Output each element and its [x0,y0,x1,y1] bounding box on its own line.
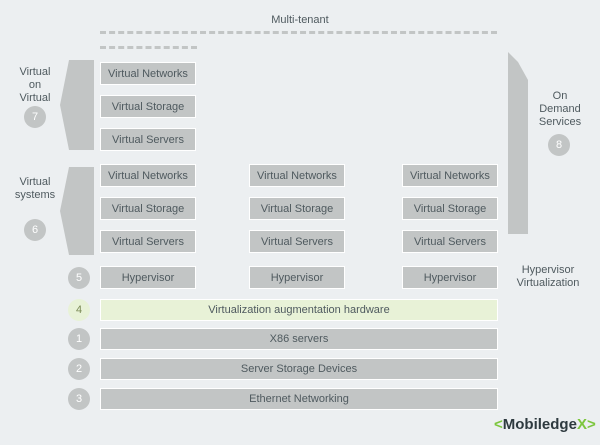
server-storage-bar: Server Storage Devices [100,358,498,380]
virtual-systems-label: Virtual systems [14,176,56,201]
badge-1: 1 [68,328,90,350]
left-arrow-7 [60,60,94,150]
col1-virtual-storage: Virtual Storage [100,197,196,220]
badge-5: 5 [68,267,90,289]
col1-virtual-networks: Virtual Networks [100,164,196,187]
col2-virtual-storage: Virtual Storage [249,197,345,220]
multi-tenant-dash-left [100,46,197,49]
multi-tenant-label: Multi-tenant [271,14,329,26]
badge-4: 4 [68,299,90,321]
col3-hypervisor: Hypervisor [402,266,498,289]
on-demand-services-label: On Demand Services [538,90,582,128]
badge-6: 6 [24,219,46,241]
mobiledgex-logo: <MobiledgeX> [494,416,596,433]
right-arrow-8 [508,52,528,234]
col2-virtual-networks: Virtual Networks [249,164,345,187]
col3-virtual-storage: Virtual Storage [402,197,498,220]
col2-hypervisor: Hypervisor [249,266,345,289]
left-arrow-6 [60,167,94,255]
virtual-on-virtual-label: Virtual on Virtual [19,66,51,104]
col1-virtual-servers: Virtual Servers [100,230,196,253]
col3-virtual-servers: Virtual Servers [402,230,498,253]
col1-hypervisor: Hypervisor [100,266,196,289]
col2-virtual-servers: Virtual Servers [249,230,345,253]
top-virtual-networks: Virtual Networks [100,62,196,85]
hypervisor-virtualization-label: Hypervisor Virtualization [516,264,580,289]
ethernet-networking-bar: Ethernet Networking [100,388,498,410]
virtualization-augmentation-bar: Virtualization augmentation hardware [100,299,498,321]
col3-virtual-networks: Virtual Networks [402,164,498,187]
top-virtual-storage: Virtual Storage [100,95,196,118]
top-virtual-servers: Virtual Servers [100,128,196,151]
badge-8: 8 [548,134,570,156]
badge-7: 7 [24,106,46,128]
x86-servers-bar: X86 servers [100,328,498,350]
multi-tenant-dash-top [100,31,497,34]
badge-3: 3 [68,388,90,410]
badge-2: 2 [68,358,90,380]
